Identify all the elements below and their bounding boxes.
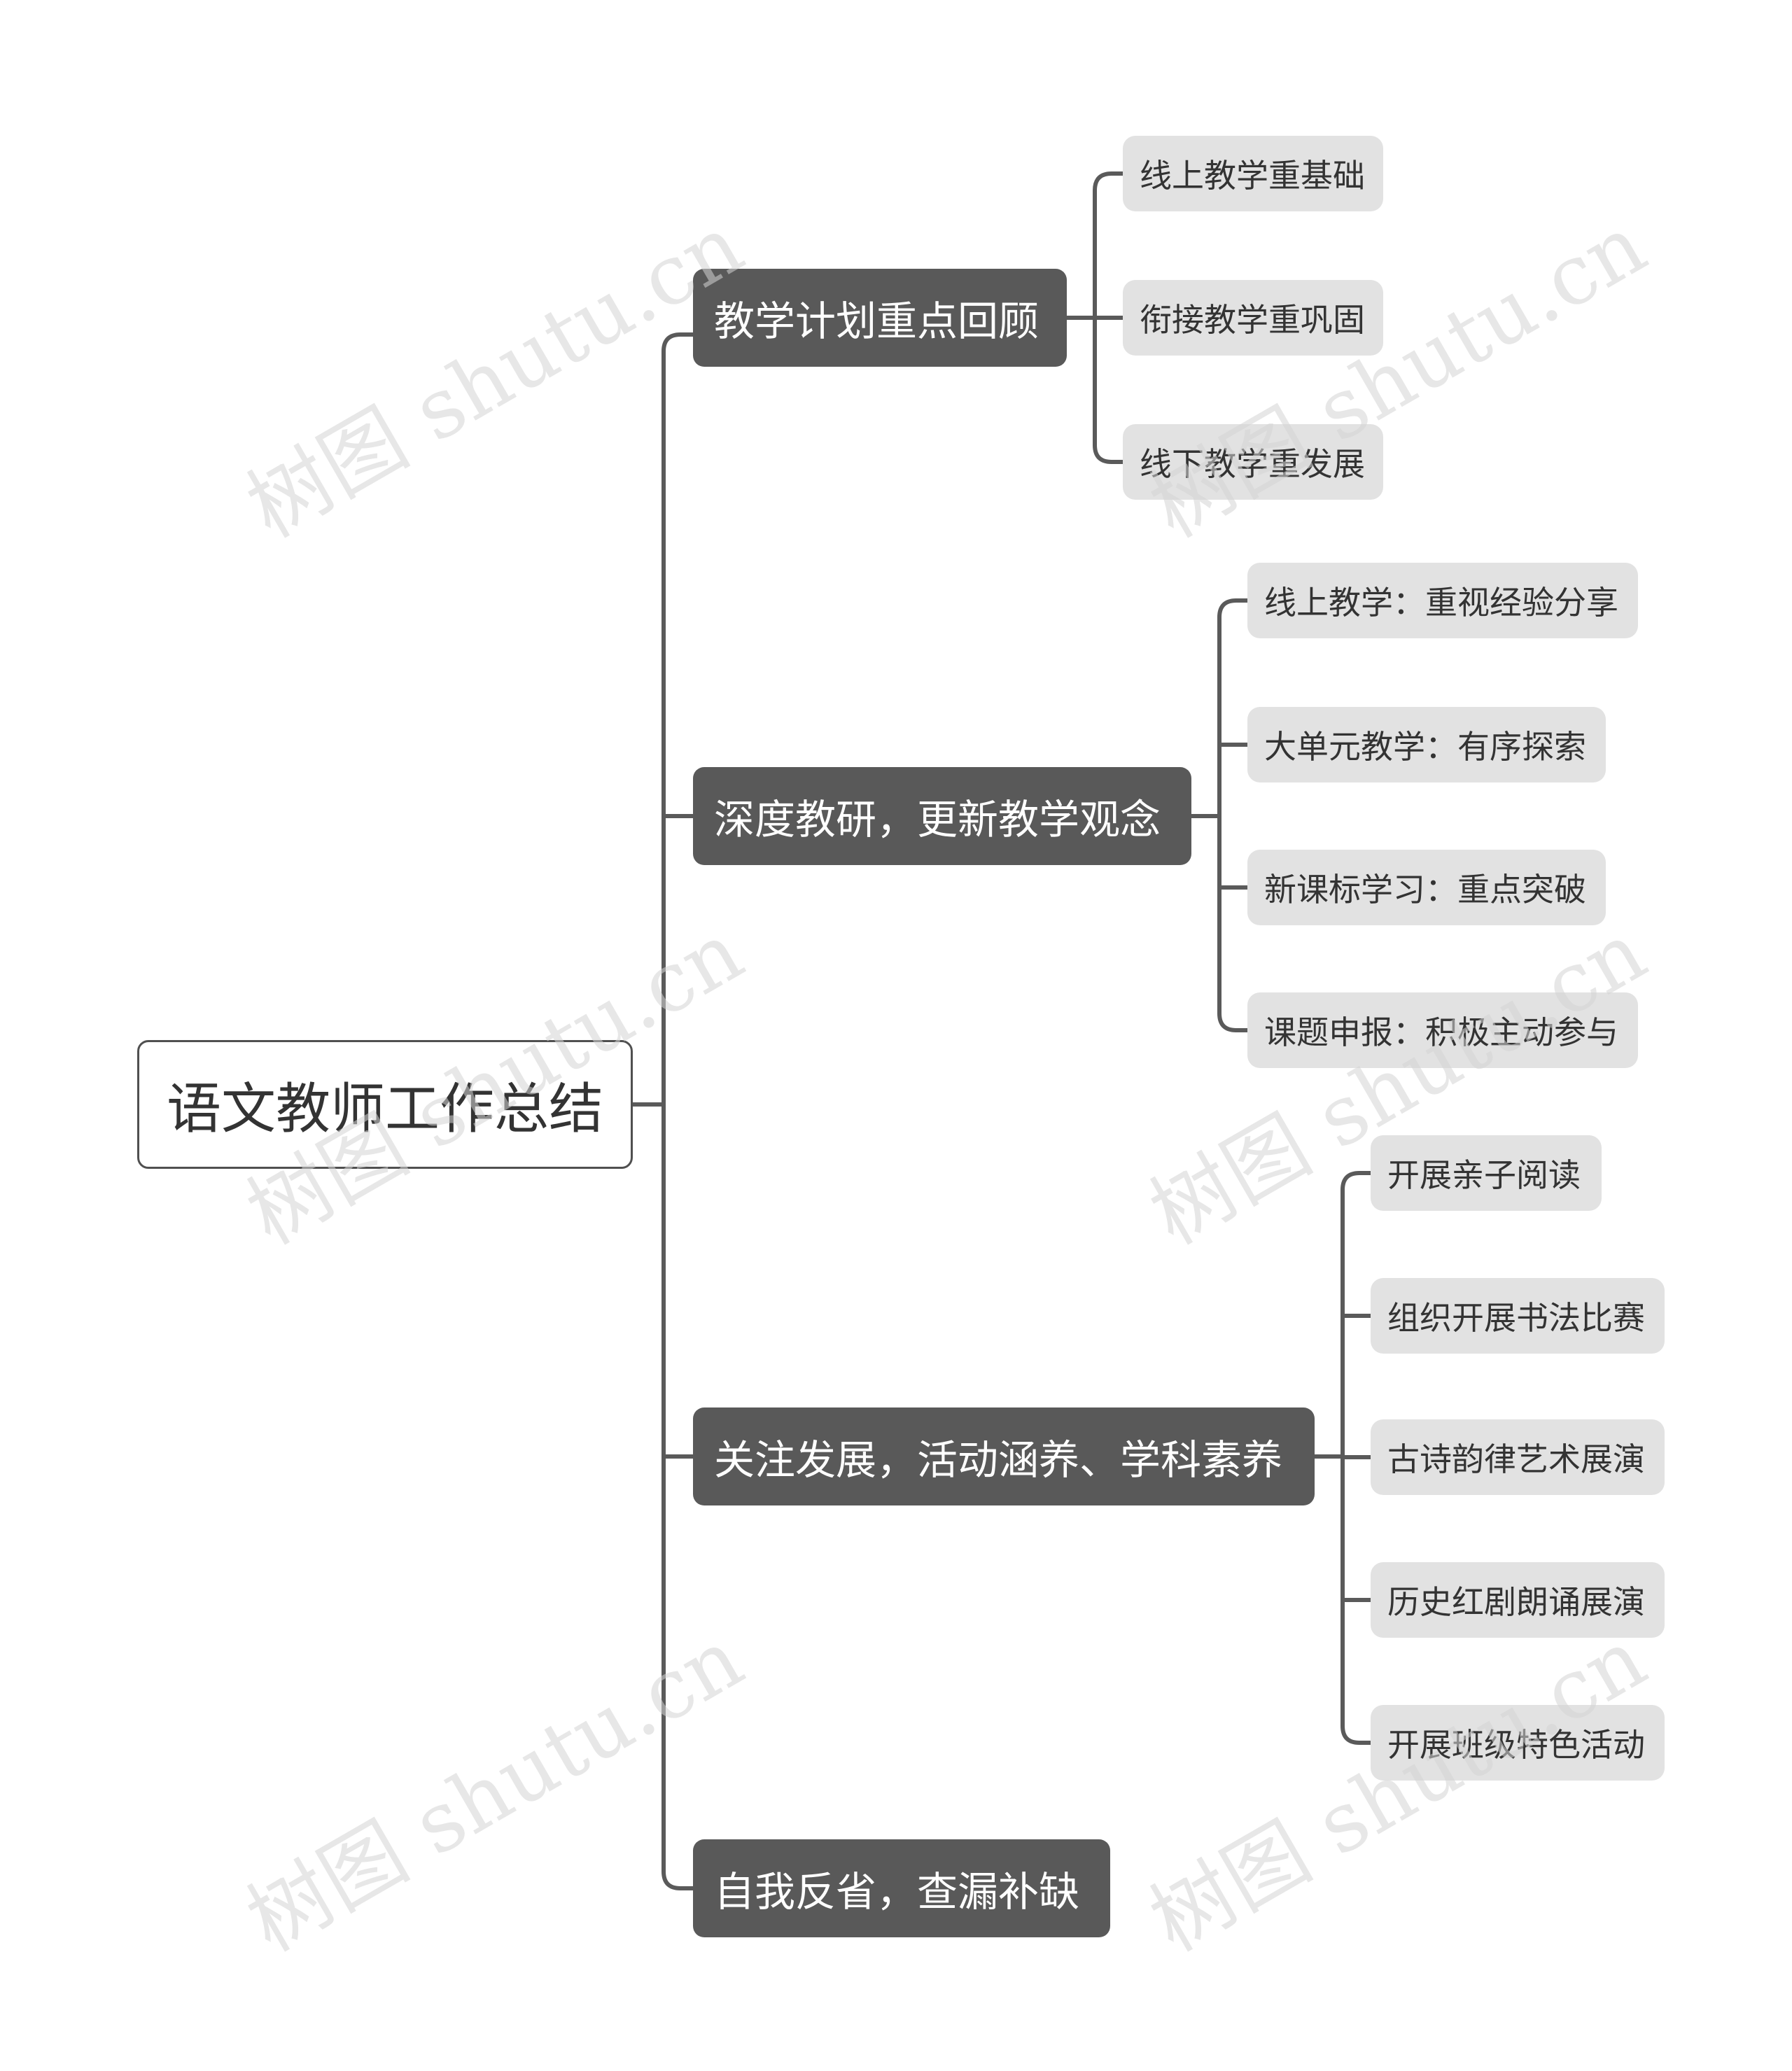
branch-deep-research[interactable]: 深度教研，更新教学观念: [693, 767, 1191, 865]
leaf-label: 古诗韵律艺术展演: [1387, 1440, 1645, 1478]
leaf-project-application[interactable]: 课题申报：积极主动参与: [1247, 992, 1638, 1068]
connector-trunk: [662, 332, 682, 1890]
leaf-label: 衔接教学重巩固: [1140, 301, 1365, 339]
branch-label: 关注发展，活动涵养、学科素养: [714, 1436, 1283, 1484]
leaf-label: 开展班级特色活动: [1387, 1726, 1645, 1764]
root-topic-label: 语文教师工作总结: [166, 1078, 603, 1141]
leaf-label: 新课标学习：重点突破: [1264, 871, 1586, 908]
leaf-label: 线上教学：重视经验分享: [1264, 584, 1618, 622]
leaf-label: 大单元教学：有序探索: [1264, 728, 1586, 766]
leaf-label: 组织开展书法比赛: [1387, 1299, 1645, 1337]
branch-label: 深度教研，更新教学观念: [714, 796, 1161, 843]
branch-teaching-plan-review[interactable]: 教学计划重点回顾: [693, 269, 1067, 367]
leaf-poetry-performance[interactable]: 古诗韵律艺术展演: [1371, 1419, 1665, 1495]
leaf-online-basics[interactable]: 线上教学重基础: [1123, 136, 1383, 211]
root-topic[interactable]: 语文教师工作总结: [137, 1040, 633, 1169]
branch-label: 自我反省，查漏补缺: [714, 1868, 1080, 1916]
connector-b2-trunk: [1217, 598, 1238, 1032]
leaf-label: 课题申报：积极主动参与: [1264, 1013, 1618, 1051]
branch-self-reflection[interactable]: 自我反省，查漏补缺: [693, 1839, 1110, 1937]
leaf-big-unit[interactable]: 大单元教学：有序探索: [1247, 707, 1606, 782]
leaf-calligraphy-contest[interactable]: 组织开展书法比赛: [1371, 1278, 1665, 1354]
leaf-label: 线下教学重发展: [1140, 445, 1365, 483]
leaf-parent-child-reading[interactable]: 开展亲子阅读: [1371, 1135, 1602, 1211]
leaf-red-drama-recitation[interactable]: 历史红剧朗诵展演: [1371, 1562, 1665, 1638]
leaf-new-standards[interactable]: 新课标学习：重点突破: [1247, 850, 1606, 925]
leaf-online-experience[interactable]: 线上教学：重视经验分享: [1247, 563, 1638, 638]
leaf-transition-consolidate[interactable]: 衔接教学重巩固: [1123, 280, 1383, 356]
leaf-class-activities[interactable]: 开展班级特色活动: [1371, 1705, 1665, 1781]
leaf-label: 历史红剧朗诵展演: [1387, 1583, 1645, 1621]
branch-activities-literacy[interactable]: 关注发展，活动涵养、学科素养: [693, 1407, 1315, 1505]
leaf-label: 线上教学重基础: [1140, 157, 1365, 195]
branch-label: 教学计划重点回顾: [714, 297, 1040, 345]
leaf-offline-development[interactable]: 线下教学重发展: [1123, 424, 1383, 500]
leaf-label: 开展亲子阅读: [1387, 1156, 1581, 1194]
